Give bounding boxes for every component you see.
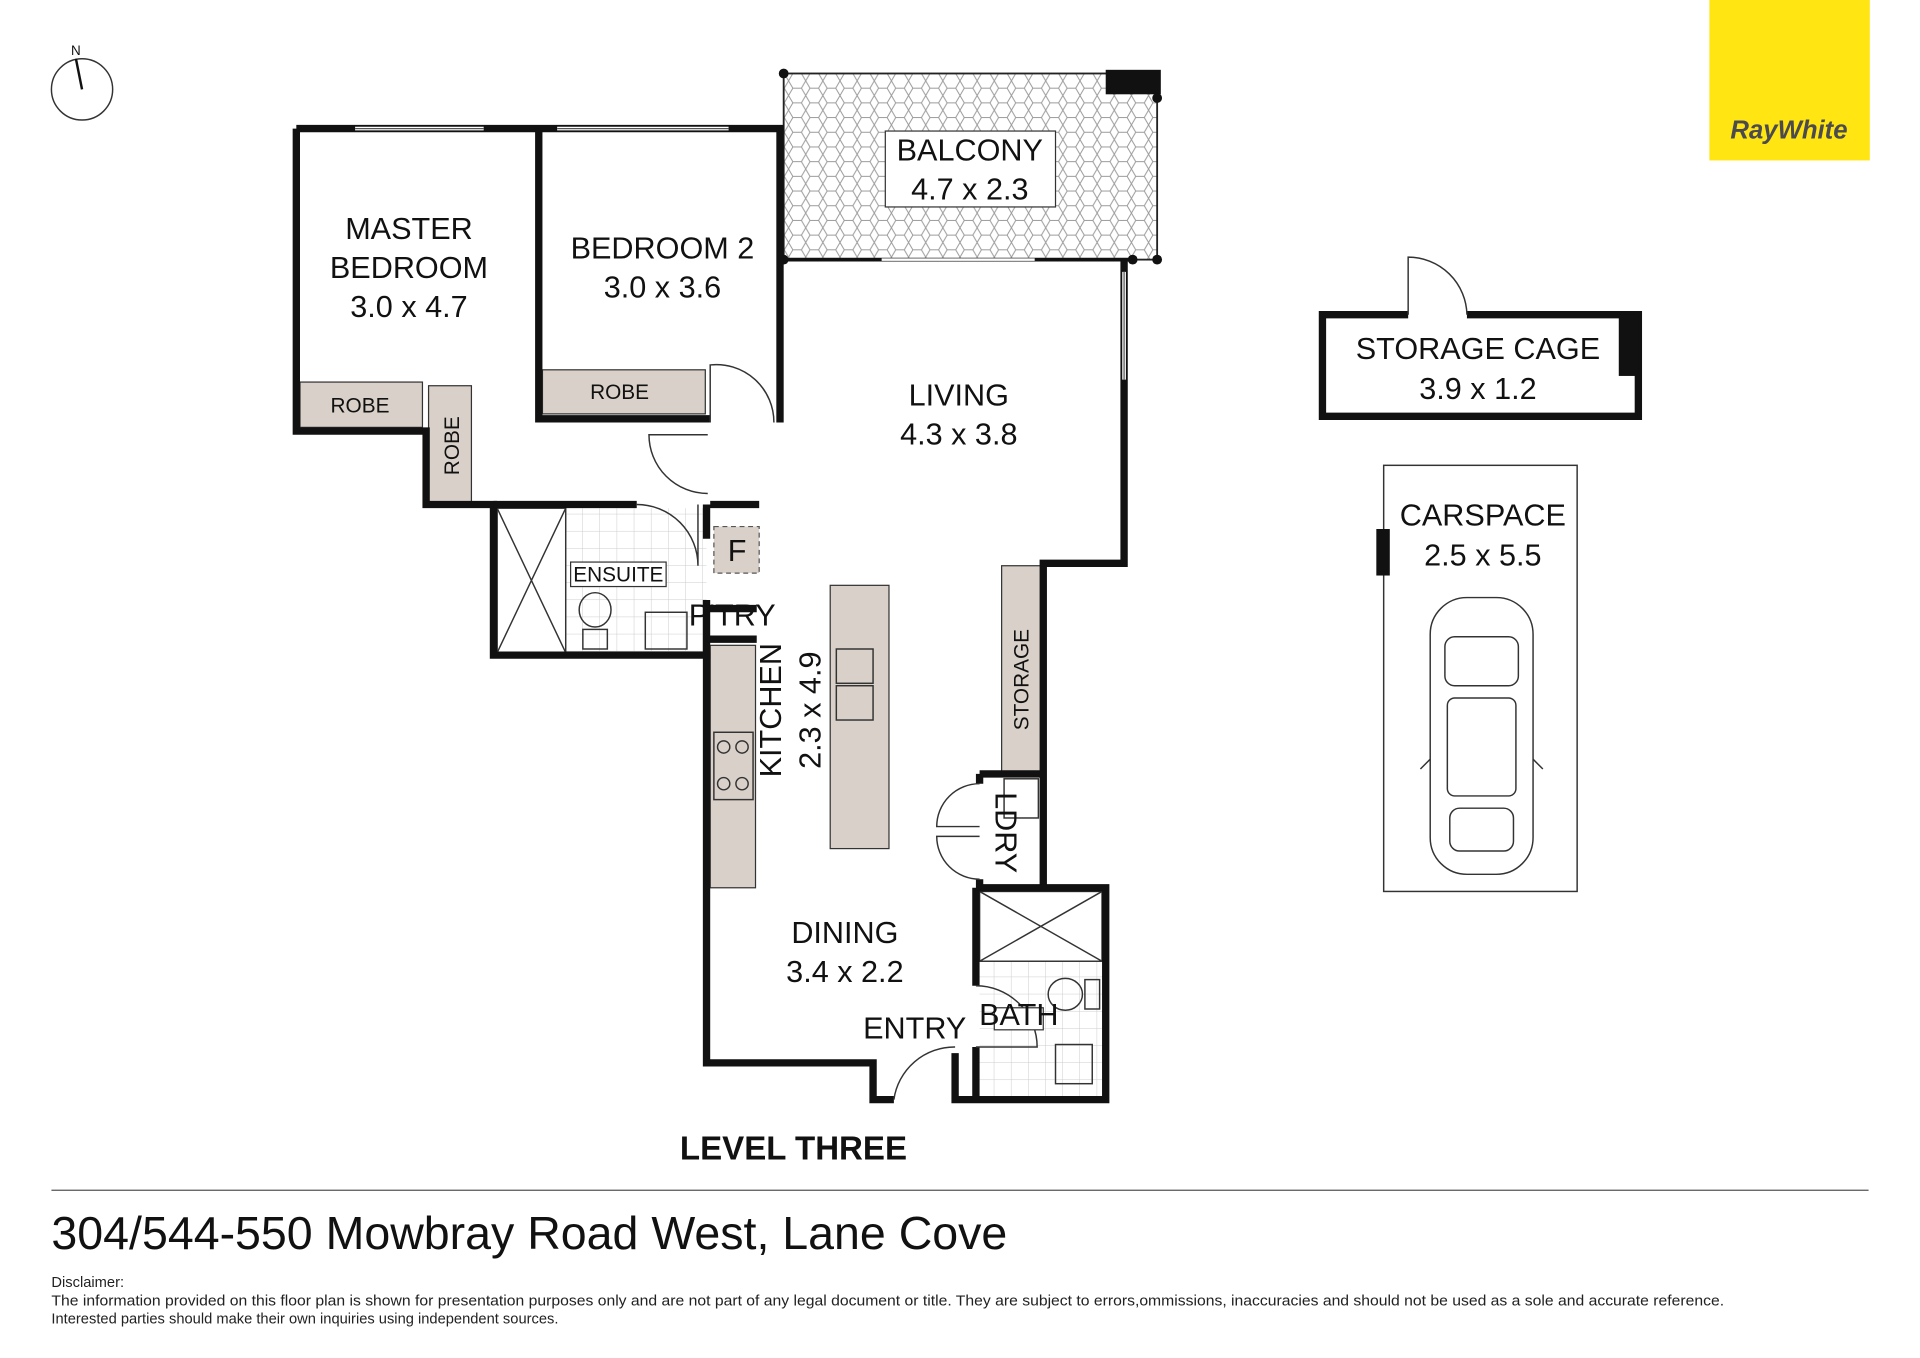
fridge-label: F [728, 534, 747, 568]
balcony-dims: 4.7 x 2.3 [911, 173, 1028, 207]
logo-text: RayWhite [1730, 116, 1847, 144]
master-bedroom-label: MASTER [345, 212, 473, 246]
entry-label: ENTRY [863, 1011, 966, 1045]
car-icon [1419, 596, 1544, 876]
robe-label: ROBE [331, 395, 390, 418]
disclaimer-heading: Disclaimer: [51, 1275, 124, 1291]
balcony [778, 68, 1163, 265]
walls [292, 124, 1133, 1104]
storage-cage-dims: 3.9 x 1.2 [1419, 372, 1536, 406]
robe-label: ROBE [590, 381, 649, 404]
north-compass-icon: N [50, 43, 114, 121]
fixtures [578, 591, 1101, 1085]
storage-cage [1318, 256, 1643, 421]
robe-master [299, 381, 424, 428]
balcony-label: BALCONY [897, 133, 1043, 167]
laundry-label: LDRY [989, 792, 1023, 873]
kitchen-island [829, 584, 890, 850]
storage-cage-label: STORAGE CAGE [1356, 332, 1600, 366]
robe-side [427, 385, 473, 503]
ensuite-label: ENSUITE [573, 564, 663, 587]
level-title: LEVEL THREE [680, 1131, 907, 1168]
storage-cupboard [1001, 565, 1042, 773]
pantry-label: P'TRY [689, 599, 776, 633]
kitchen-label: KITCHEN [754, 643, 788, 777]
carspace-label: CARSPACE [1400, 498, 1566, 532]
dining-dims: 3.4 x 2.2 [786, 955, 903, 989]
kitchen-bench [709, 644, 757, 889]
bedroom2-dims: 3.0 x 3.6 [604, 271, 721, 305]
robe-label: ROBE [441, 416, 464, 475]
kitchen-dims: 2.3 x 4.9 [793, 652, 827, 769]
door-swings [636, 363, 1038, 1100]
fridge-space [713, 525, 760, 574]
disclaimer-text: The information provided on this floor p… [51, 1293, 1724, 1309]
bedroom2-label: BEDROOM 2 [571, 231, 755, 265]
bath-label: BATH [979, 998, 1058, 1032]
master-bedroom-dims: 3.0 x 4.7 [350, 290, 467, 324]
property-address: 304/544-550 Mowbray Road West, Lane Cove [51, 1207, 1007, 1259]
living-label: LIVING [909, 378, 1009, 412]
dining-label: DINING [791, 916, 898, 950]
compass-label: N [71, 43, 81, 58]
master-bedroom-label-2: BEDROOM [330, 251, 488, 285]
robe-bed2 [541, 369, 706, 415]
living-dims: 4.3 x 3.8 [900, 418, 1017, 452]
disclaimer-text-2: Interested parties should make their own… [51, 1312, 558, 1328]
carspace-dims: 2.5 x 5.5 [1424, 539, 1541, 573]
raywhite-logo: RayWhite [1709, 0, 1870, 161]
carspace [1376, 464, 1578, 893]
storage-label: STORAGE [1011, 629, 1034, 730]
